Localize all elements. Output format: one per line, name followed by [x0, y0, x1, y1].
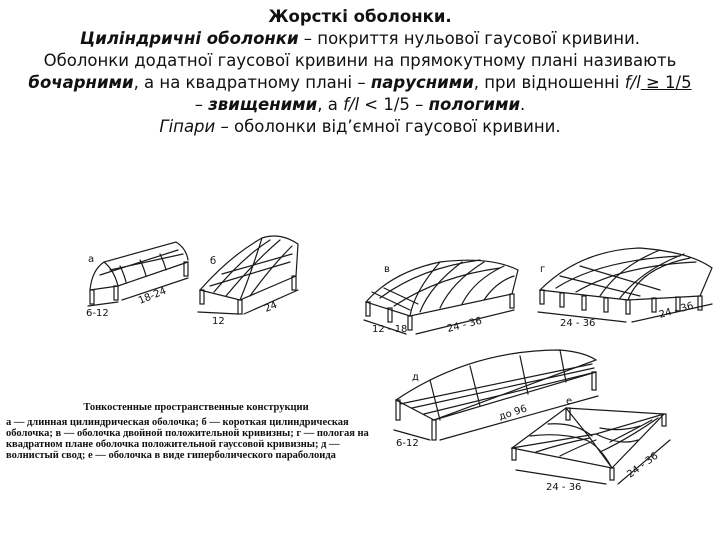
shell-a: а 6-12 18-24 — [86, 241, 189, 319]
header-text: Жорсткі оболонки. Циліндричні оболонки –… — [0, 6, 720, 138]
label-b-width: 12 — [212, 316, 225, 327]
line-barrel-sail: бочарними, а на квадратному плані – пару… — [28, 73, 692, 92]
caption-text: а — длинная цилиндрическая оболочка; б —… — [6, 417, 369, 461]
line-positive-curvature: Оболонки додатної гаусової кривини на пр… — [43, 51, 677, 70]
label-a: а — [88, 254, 94, 265]
shell-e: е 24 - 36 24 - 36 — [510, 396, 671, 493]
caption-title: Тонкостенные пространственные конструкци… — [83, 402, 309, 413]
label-e-length: 24 - 36 — [625, 451, 660, 481]
label-v-width: 12 - 18 — [372, 324, 407, 335]
label-v-length: 24 - 36 — [446, 316, 483, 335]
shell-v: в 12 - 18 24 - 36 — [363, 259, 519, 335]
label-a-width: 6-12 — [86, 308, 109, 319]
label-d-width: 6-12 — [396, 438, 419, 449]
label-b-length: 24 — [263, 300, 279, 315]
line-cylindrical: Циліндричні оболонки – покриття нульової… — [79, 29, 641, 48]
label-v: в — [384, 264, 390, 275]
label-e-width: 24 - 36 — [546, 482, 581, 493]
label-g-width: 24 - 36 — [560, 318, 595, 329]
label-d: д — [412, 372, 419, 383]
label-g: г — [540, 264, 545, 275]
label-a-length: 18-24 — [137, 286, 168, 307]
label-b: б — [210, 256, 216, 267]
figure-caption: Тонкостенные пространственные конструкци… — [6, 402, 386, 461]
title: Жорсткі оболонки. — [268, 7, 452, 26]
line-hypar: Гіпари – оболонки від’ємної гаусової кри… — [159, 117, 561, 136]
shell-b: б 12 24 — [197, 235, 299, 327]
line-raised-flat: – звищеними, а f/l < 1/5 – пологими. — [194, 95, 526, 114]
label-e: е — [566, 396, 572, 407]
shell-g: г 24 - 36 24 - 36 — [537, 247, 713, 329]
